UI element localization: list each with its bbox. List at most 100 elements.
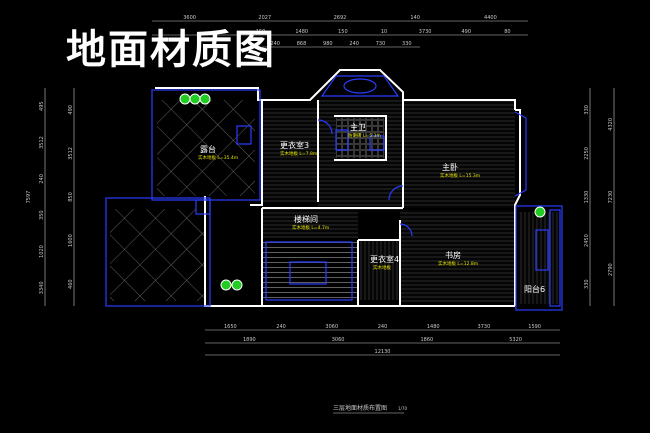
dimension-label-right-outer: 1330 [584, 191, 590, 204]
dimension-label-bottom-outer: 5320 [509, 337, 522, 343]
note-master-bath: 防滑砖 L=5.3m [348, 132, 381, 139]
balcony-floor [518, 212, 558, 304]
dimension-label-bottom-inner: 1590 [528, 324, 541, 330]
balcony-outline [515, 205, 563, 311]
balcony-bench [535, 229, 549, 271]
dimension-label-bottom-outer: 3060 [332, 337, 345, 343]
note-study: 实木地板 L=12.8m [438, 260, 478, 267]
closet4-floor [360, 240, 400, 300]
east-bay-outline [514, 111, 527, 197]
closet3-floor [262, 108, 318, 202]
master-bath-floor [336, 118, 384, 158]
dimension-label-top-detail: 980 [323, 41, 333, 47]
note-master-bedroom: 实木地板 L=15.3m [440, 172, 480, 179]
balcony-rail [549, 209, 561, 307]
room-labels: 露台 更衣室3 主卫 主卧 楼梯间 更衣室4 书房 阳台6 [200, 122, 545, 294]
dimension-label-bottom-inner: 1650 [224, 324, 237, 330]
material-notes: 实木地板 L=35.4m 实木地板 L=7.8m 防滑砖 L=5.3m 实木地板… [198, 132, 480, 271]
dimension-lines [44, 20, 615, 356]
dimension-label-top-inner: 490 [462, 29, 472, 35]
dimension-label-bottom-inner: 3060 [325, 324, 338, 330]
dimension-label-top-detail: 330 [402, 41, 412, 47]
dimension-label-bottom-outer: 1890 [243, 337, 256, 343]
room-label-master-bath: 主卫 [350, 122, 366, 132]
dimension-label-right-outer: 2450 [584, 234, 590, 247]
dimension-label-right-outer: 330 [584, 279, 590, 289]
plant-icon [199, 93, 211, 105]
caption-scale: 1/70 [398, 406, 407, 411]
wall-west-lower [204, 196, 263, 307]
study-floor [400, 210, 515, 302]
room-label-closet4: 更衣室4 [370, 254, 399, 264]
dimension-label-left-inner: 3512 [68, 147, 74, 160]
lower-terrace-outline [105, 197, 211, 307]
plant-icon [231, 279, 243, 291]
dimension-label-left-inner: 850 [68, 192, 74, 202]
stair-well [289, 261, 327, 285]
bath-fixtures [335, 129, 385, 151]
dimension-label-top-outer: 3600 [183, 15, 196, 21]
dimension-label-bottom-inner: 240 [378, 324, 388, 330]
dimension-label-bottom-inner: 240 [276, 324, 286, 330]
floor-fills [110, 100, 558, 304]
dimension-label-top-detail: 240 [349, 41, 359, 47]
plants [179, 93, 546, 291]
room-label-terrace: 露台 [200, 144, 216, 154]
caption-title: 三层地面材质布置图 [333, 404, 387, 412]
room-label-balcony: 阳台6 [524, 284, 545, 294]
note-closet3: 实木地板 L=7.8m [280, 150, 317, 157]
bay-window-outline [320, 75, 400, 97]
dimension-label-right-inner: 7230 [608, 191, 614, 204]
closet3-door-arc [317, 119, 333, 135]
banner-title: 地面材质图 [66, 27, 276, 73]
dimension-label-right-outer: 2250 [584, 147, 590, 160]
note-terrace: 实木地板 L=35.4m [198, 154, 238, 161]
dimension-label-left-outer: 1020 [39, 245, 45, 258]
dimension-label-bottom-total: 12130 [375, 349, 391, 355]
note-closet4: 实木地板 [373, 264, 391, 271]
blue-outlines [105, 75, 563, 311]
dimension-label-top-outer: 2692 [334, 15, 347, 21]
dimension-label-top-outer: 140 [410, 15, 420, 21]
lower-planter [195, 199, 211, 215]
plant-icon [220, 279, 232, 291]
dimension-label-bottom-inner: 3730 [478, 324, 491, 330]
wall-east [514, 109, 521, 306]
dimension-label-left-outer: 240 [39, 174, 45, 184]
dimension-label-right-inner: 4320 [608, 118, 614, 131]
dimension-label-top-inner: 3730 [419, 29, 432, 35]
dimension-label-top-inner: 10 [381, 29, 387, 35]
plant-icon [179, 93, 191, 105]
dimension-label-top-inner: 80 [504, 29, 510, 35]
dimension-label-left-total: 7597 [26, 191, 32, 204]
stairs-floor [262, 238, 357, 302]
dimension-label-top-detail: 868 [297, 41, 307, 47]
wall-bath [334, 115, 387, 161]
dimension-label-bottom-inner: 1480 [427, 324, 440, 330]
bedroom-door-arc [388, 185, 404, 201]
dimension-label-left-outer: 3512 [39, 136, 45, 149]
dimension-label-top-detail: 730 [376, 41, 386, 47]
dimension-label-left-inner: 1600 [68, 234, 74, 247]
dimension-label-top-outer: 4400 [484, 15, 497, 21]
plant-icon [189, 93, 201, 105]
dimension-label-top-inner: 1480 [295, 29, 308, 35]
room-label-stairwell: 楼梯间 [294, 214, 318, 224]
note-stairwell: 实木地板 L=4.7m [292, 224, 329, 231]
terrace-planter [236, 125, 252, 145]
dimension-label-top-inner: 150 [338, 29, 348, 35]
room-label-master-bedroom: 主卧 [442, 162, 458, 172]
dimension-label-top-detail: 240 [270, 41, 280, 47]
terrace-floor [157, 100, 255, 196]
bathtub [343, 78, 377, 94]
dimension-label-top-inner: 150 [256, 29, 266, 35]
drawing-caption: 三层地面材质布置图 1/70 [333, 404, 407, 414]
study-door-arc [399, 223, 413, 237]
room-label-study: 书房 [445, 250, 461, 260]
wall-north-center [262, 69, 516, 110]
dimension-label-left-outer: 495 [39, 101, 45, 111]
dimension-label-right-inner: 2790 [608, 263, 614, 276]
